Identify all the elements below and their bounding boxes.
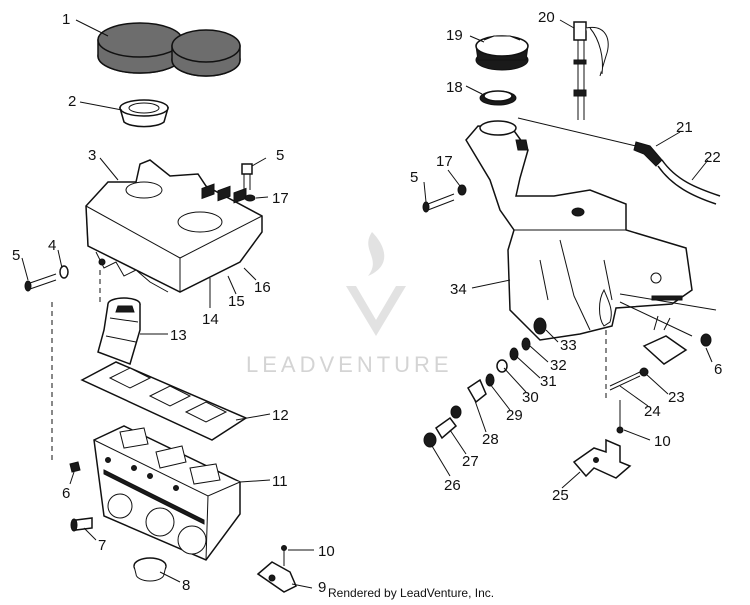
filter-adapter-ring <box>119 99 169 128</box>
callout-11: 11 <box>272 473 288 490</box>
leader-lines <box>21 19 713 589</box>
callout-33: 33 <box>560 337 577 354</box>
washer-17-right <box>457 184 467 196</box>
lower-airbox <box>93 425 241 561</box>
callout-20: 20 <box>538 9 555 26</box>
callout-10-left: 10 <box>318 543 335 560</box>
callout-18: 18 <box>446 79 463 96</box>
callout-19: 19 <box>446 27 463 44</box>
airbox-cover <box>85 159 263 293</box>
callout-10-right: 10 <box>654 433 671 450</box>
bracket-25 <box>572 438 632 479</box>
watermark-text: LEADVENTURE <box>246 352 453 377</box>
callout-9: 9 <box>318 579 326 596</box>
bolt-6-left <box>69 461 81 473</box>
screw-10-right <box>616 400 624 434</box>
callout-4: 4 <box>48 237 56 254</box>
callout-3: 3 <box>88 147 96 164</box>
leadventure-watermark: LEADVENTURE <box>246 232 453 377</box>
callout-6-left: 6 <box>62 485 70 502</box>
cap-gasket-ring <box>479 90 517 106</box>
callout-5-right: 5 <box>410 169 418 186</box>
flame-logo-icon <box>346 232 406 336</box>
screw-5-cover <box>241 163 253 190</box>
callout-17-cover: 17 <box>272 190 289 207</box>
airbox-gasket <box>80 361 248 441</box>
callout-15: 15 <box>228 293 245 310</box>
callout-8: 8 <box>182 577 190 594</box>
bolt-5-right <box>422 193 455 213</box>
screw-24 <box>609 367 649 391</box>
callout-26: 26 <box>444 477 461 494</box>
hose-fitting-21 <box>633 141 663 167</box>
foam-air-filter <box>97 22 241 77</box>
callout-25: 25 <box>552 487 569 504</box>
callout-16: 16 <box>254 279 271 296</box>
callout-34: 34 <box>450 281 467 298</box>
callout-14: 14 <box>202 311 219 328</box>
fuel-sender <box>573 21 609 120</box>
footer-credit: Rendered by LeadVenture, Inc. <box>328 586 495 600</box>
callout-28: 28 <box>482 431 499 448</box>
callout-30: 30 <box>522 389 539 406</box>
screw-5-left <box>24 273 57 292</box>
callout-24: 24 <box>644 403 661 420</box>
fuel-line-assembly <box>423 317 547 448</box>
callout-31: 31 <box>540 373 557 390</box>
callout-23: 23 <box>668 389 685 406</box>
fitting-7 <box>70 517 93 532</box>
bracket-9 <box>256 561 297 593</box>
callout-13: 13 <box>170 327 187 344</box>
intake-boot <box>97 297 141 365</box>
fuel-tank <box>465 120 693 341</box>
fuel-cap <box>475 35 529 71</box>
callout-22: 22 <box>704 149 721 166</box>
callout-7: 7 <box>98 537 106 554</box>
callout-32: 32 <box>550 357 567 374</box>
screw-10-left <box>281 545 287 566</box>
sensor-switch <box>642 315 712 365</box>
washer-4 <box>59 265 69 279</box>
vent-hose <box>657 159 721 205</box>
washer-17-cover <box>244 194 256 202</box>
callout-12: 12 <box>272 407 289 424</box>
callout-2: 2 <box>68 93 76 110</box>
callout-5-left: 5 <box>12 247 20 264</box>
callout-29: 29 <box>506 407 523 424</box>
callout-6-right: 6 <box>714 361 722 378</box>
callout-21: 21 <box>676 119 693 136</box>
callout-labels: 1 2 3 4 5 5 5 6 6 7 8 9 10 10 11 12 13 1… <box>12 9 722 596</box>
callout-5-cover: 5 <box>276 147 284 164</box>
callout-27: 27 <box>462 453 479 470</box>
callout-17-right: 17 <box>436 153 453 170</box>
callout-1: 1 <box>62 11 70 28</box>
clamp-ring-8 <box>133 557 167 582</box>
